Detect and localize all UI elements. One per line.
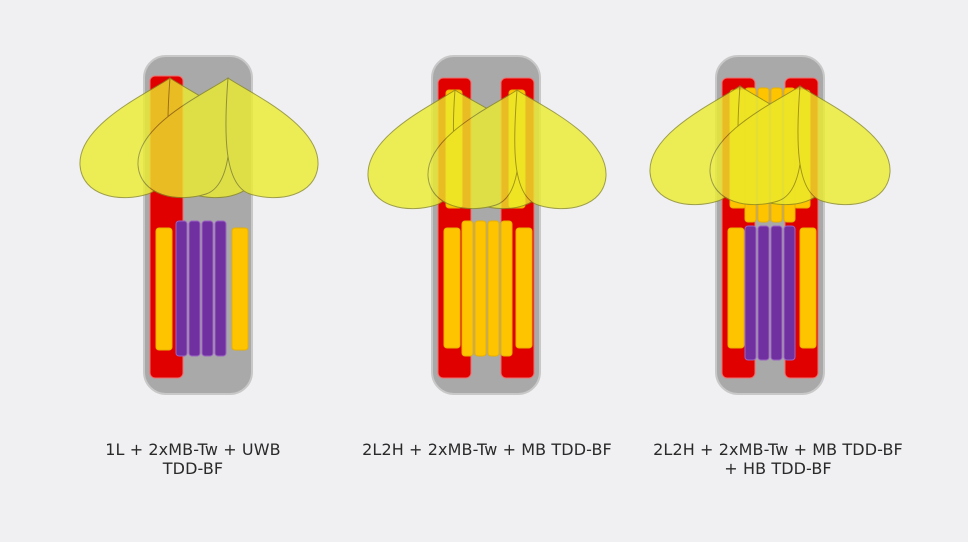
mb-tdd-bf-element [500, 220, 513, 357]
radiation-lobe [797, 85, 891, 206]
caption-line: + HB TDD-BF [724, 459, 832, 478]
mid-band-column [515, 227, 533, 349]
mid-band-column [727, 227, 745, 349]
mb-tdd-bf-element [474, 220, 487, 357]
uwb-element [201, 220, 214, 357]
uwb-element [214, 220, 227, 357]
mb-tdd-bf-element [744, 225, 757, 361]
mid-band-column [799, 227, 817, 349]
caption-line: TDD-BF [162, 459, 224, 478]
caption-line: 1L + 2xMB-Tw + UWB [105, 440, 281, 459]
uwb-element [188, 220, 201, 357]
uwb-element [175, 220, 188, 357]
mid-band-column [443, 227, 461, 349]
radiation-lobe [514, 89, 607, 210]
antenna-config-1 [79, 55, 319, 395]
antenna-config-2 [367, 55, 607, 395]
mb-tdd-bf-element [757, 225, 770, 361]
mb-tdd-bf-element [783, 225, 796, 361]
radiation-lobe [225, 77, 319, 199]
mb-tdd-bf-element [487, 220, 500, 357]
config-1-caption: 1L + 2xMB-Tw + UWB TDD-BF [53, 440, 333, 478]
config-3-caption: 2L2H + 2xMB-Tw + MB TDD-BF + HB TDD-BF [638, 440, 918, 478]
caption-line: 2L2H + 2xMB-Tw + MB TDD-BF [653, 440, 903, 459]
antenna-config-3 [649, 55, 891, 395]
caption-line: 2L2H + 2xMB-Tw + MB TDD-BF [362, 440, 612, 459]
mid-band-column [155, 227, 173, 351]
mb-tdd-bf-element [461, 220, 474, 357]
mb-tdd-bf-element [770, 225, 783, 361]
mid-band-column [231, 227, 249, 351]
config-2-caption: 2L2H + 2xMB-Tw + MB TDD-BF [347, 440, 627, 459]
